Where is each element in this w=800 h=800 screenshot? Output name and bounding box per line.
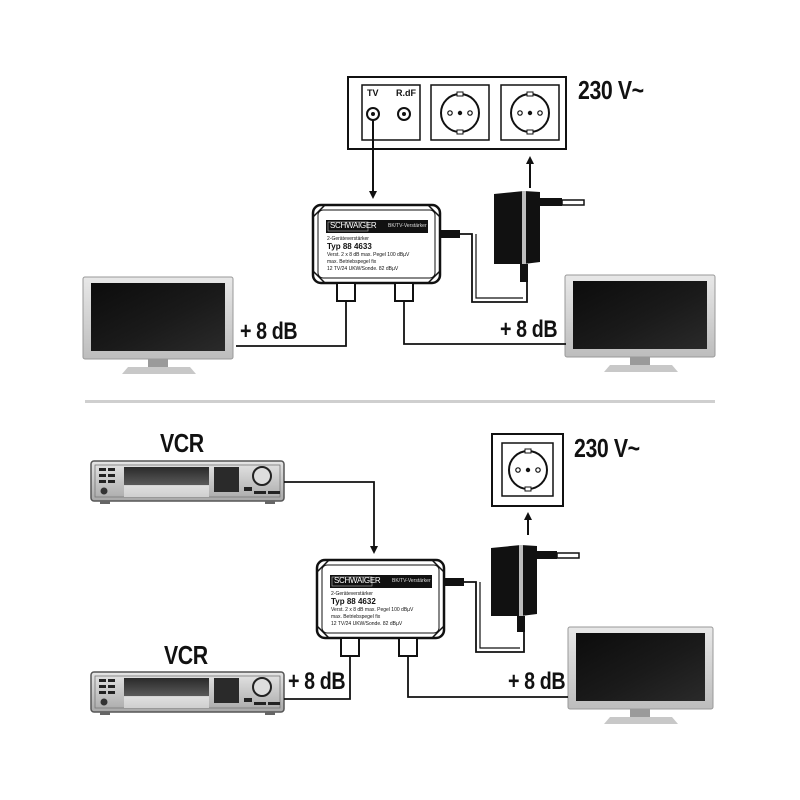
- section-divider: [85, 400, 715, 403]
- power-adapter-top: [494, 191, 585, 282]
- wall-plate-top: [347, 76, 567, 150]
- amp-spec2: max. Betriebspegel fix: [331, 614, 381, 620]
- amplifier-top: [311, 203, 460, 302]
- vcr-label-output: VCR: [164, 640, 208, 670]
- amp-spec3: 12 TV/24 UKW/Sonde. 82 dBµV: [327, 266, 399, 272]
- amp-subtitle: BK/TV-Verstärker: [392, 578, 431, 584]
- gain-label-right-bottom: + 8 dB: [508, 668, 566, 695]
- output-port-left: [340, 637, 360, 657]
- amp-brand: SCHWAIGER: [330, 221, 377, 230]
- amp-brand: SCHWAIGER: [334, 576, 381, 585]
- gain-label-left-top: + 8 dB: [240, 318, 298, 345]
- tv-left-top: [82, 276, 234, 374]
- vcr-input: [90, 460, 285, 504]
- tv-bottom: [567, 626, 714, 724]
- output-port-right: [394, 282, 414, 302]
- output-port-right: [398, 637, 418, 657]
- amp-spec1: Verst. 2 x 8 dB max. Pegel 100 dBµV: [331, 607, 414, 613]
- amp-line1: 2-Geräteverstärker: [331, 591, 373, 597]
- cable-right-output: [403, 301, 566, 345]
- tv-port-label: TV: [367, 88, 379, 98]
- amp-spec3: 12 TV/24 UKW/Sonde. 82 dBµV: [331, 621, 403, 627]
- voltage-label-top: 230 V~: [578, 75, 644, 105]
- power-socket-icon: [440, 91, 480, 135]
- amp-spec1: Verst. 2 x 8 dB max. Pegel 100 dBµV: [327, 252, 410, 258]
- cable-left-output: [236, 301, 347, 347]
- voltage-label-bottom: 230 V~: [574, 433, 640, 463]
- power-socket-icon: [508, 448, 548, 492]
- power-cable: [460, 233, 528, 303]
- power-adapter-bottom: [491, 545, 580, 632]
- amp-line1: 2-Geräteverstärker: [327, 236, 369, 242]
- cable-right-output: [407, 656, 568, 698]
- vcr-output: [90, 671, 285, 715]
- power-socket-icon: [510, 91, 550, 135]
- vcr-input-cable: [284, 481, 378, 554]
- amp-model: Typ 88 4632: [331, 597, 376, 606]
- amplifier-bottom: [315, 558, 464, 657]
- wall-socket-bottom: [491, 433, 564, 507]
- amp-subtitle: BK/TV-Verstärker: [388, 223, 427, 229]
- radio-port-label: R.dF: [396, 88, 416, 98]
- power-cable: [464, 581, 525, 653]
- tv-right-top: [564, 274, 716, 372]
- gain-label-left-bottom: + 8 dB: [288, 668, 346, 695]
- cable-left-output: [284, 656, 351, 700]
- vcr-label-input: VCR: [160, 428, 204, 458]
- amp-model: Typ 88 4633: [327, 242, 372, 251]
- amp-spec2: max. Betriebspegel fix: [327, 259, 377, 265]
- output-port-left: [336, 282, 356, 302]
- gain-label-right-top: + 8 dB: [500, 316, 558, 343]
